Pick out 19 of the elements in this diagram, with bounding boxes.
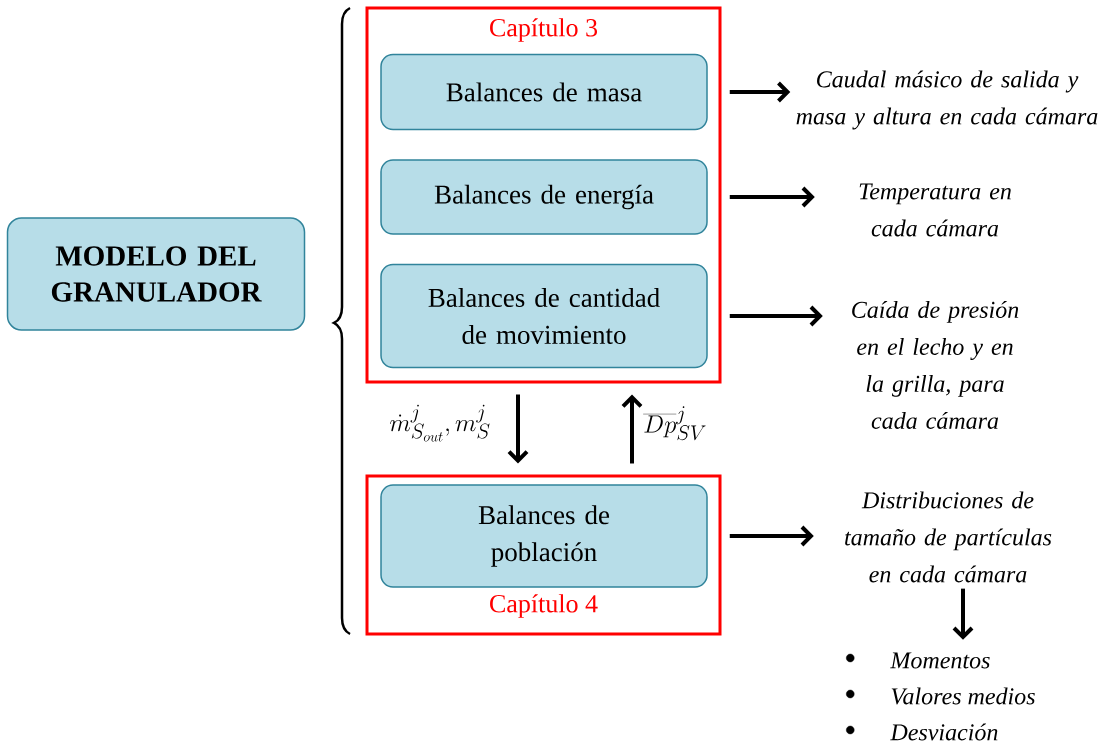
edge-label: $\dot{m}_{S_{out}}^{j}, m_{S}^{j}$ bbox=[388, 403, 492, 443]
arrow bbox=[729, 305, 823, 327]
arrow bbox=[621, 394, 643, 464]
process-box: Balances de energía bbox=[380, 159, 708, 235]
process-box: Balances de masa bbox=[380, 53, 708, 131]
result-text: Distribuciones de tamaño de partículas en cada cámara bbox=[845, 491, 1052, 583]
arrow bbox=[507, 394, 529, 464]
process-box: Balances de población bbox=[380, 484, 708, 588]
result-text: Temperatura en cada cámara bbox=[859, 183, 1011, 237]
arrow bbox=[952, 588, 974, 640]
arrow bbox=[729, 186, 815, 208]
arrow bbox=[729, 81, 791, 103]
bullet-list: Momentos Valores medios Desviación bbox=[890, 652, 1035, 741]
result-text: Caída de presión en el lecho y en la grilla, para cada cámara bbox=[852, 301, 1019, 429]
edge-label: $\overline{Dp}_{SV}^{j}$ bbox=[642, 405, 708, 441]
title-box: MODELO DEL GRANULADOR bbox=[6, 217, 306, 331]
process-box: Balances de cantidad de movimiento bbox=[380, 263, 708, 369]
result-text: Caudal másico de salida y masa y altura en cada cámara bbox=[796, 70, 1098, 130]
arrow bbox=[729, 525, 814, 547]
